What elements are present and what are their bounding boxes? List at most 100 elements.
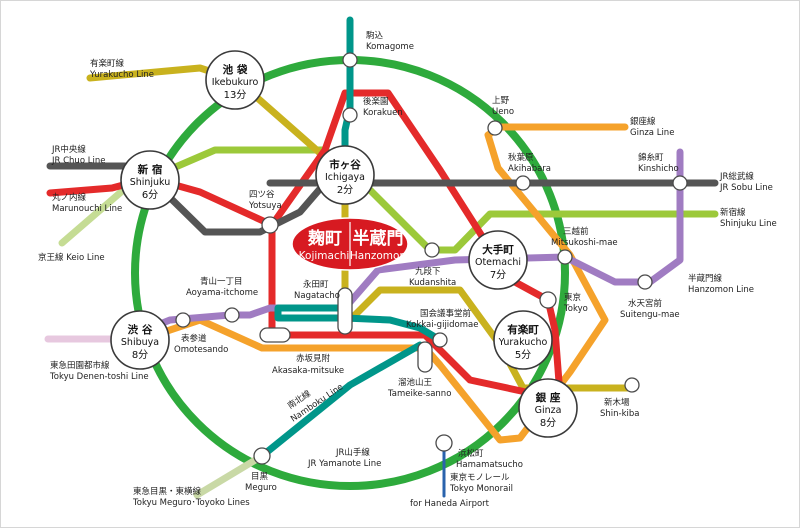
label-meguro-en: Meguro [245,483,277,493]
label-suitengu-en: Suitengu-mae [620,310,680,320]
shinjuku-line [146,146,719,254]
label-yotsuya-jp: 四ツ谷 [249,190,275,200]
label-mitsukoshimae-jp: 三越前 [563,226,589,237]
label-hamamatsucho-en: Hamamatsucho [456,460,523,470]
station-omotesando [175,312,191,328]
label-omotesando-en: Omotesando [174,345,228,355]
major-ginza: 銀 座 Ginza 8分 [518,378,578,438]
station-tameike [417,341,433,373]
line-keio: 京王線 Keio Line [38,252,105,263]
station-kudanshita [424,242,440,258]
station-shinkiba [624,377,640,393]
ikebukuro-jp: 池 袋 [223,63,248,76]
line-ginza-en: Ginza Line [630,128,674,138]
label-shinkiba-en: Shin-kiba [600,409,640,419]
line-monorail-en: Tokyo Monorail [449,484,513,494]
label-akasaka-jp: 赤坂見附 [296,353,331,364]
line-chuo-en: JR Chuo Line [51,156,105,166]
kojimachi-en: Kojimachi [299,250,350,262]
station-akasaka [259,327,291,343]
major-ichigaya: 市ヶ谷 Ichigaya 2分 [315,145,375,205]
line-toyoko-en: Tokyu Meguro･Toyoko Lines [132,498,250,508]
line-yurakucho-en: Yurakucho Line [89,70,154,80]
station-meguro [253,447,271,465]
line-yamanote-en: JR Yamanote Line [307,459,381,469]
label-omotesando-jp: 表参道 [181,333,207,344]
label-meguro-jp: 目黒 [251,472,269,482]
ichigaya-en: Ichigaya [325,172,365,183]
station-kokkai [432,332,448,348]
major-yurakucho: 有楽町 Yurakucho 5分 [493,310,553,370]
label-akihabara-jp: 秋葉原 [508,152,534,163]
line-toyoko-jp: 東急目黒・東横線 [133,486,202,497]
label-aoyama-en: Aoyama-itchome [186,288,258,298]
label-suitengu-jp: 水天宮前 [628,298,663,309]
label-kinshicho-en: Kinshicho [638,164,679,174]
line-monorail-jp: 東京モノレール [450,472,510,483]
yurakucho-jp: 有楽町 [507,323,539,336]
station-yotsuya [261,216,279,234]
major-otemachi: 大手町 Otemachi 7分 [468,230,528,290]
line-shinjuku-jp: 新宿線 [720,207,746,218]
ginza-time: 8分 [540,417,556,429]
label-tameike-jp: 溜池山王 [398,377,433,388]
label-nagatacho-jp: 永田町 [303,279,329,290]
label-nagatacho-en: Nagatacho [294,291,340,301]
label-akasaka-en: Akasaka-mitsuke [272,366,344,376]
line-haneda: for Haneda Airport [410,499,490,509]
label-mitsukoshimae-en: Mitsukoshi-mae [551,238,618,248]
line-sobu-jp: JR総武線 [719,171,754,182]
major-ikebukuro: 池 袋 Ikebukuro 13分 [205,50,265,110]
ikebukuro-time: 13分 [224,89,247,101]
line-yamanote-jp: JR山手線 [335,447,370,458]
line-marunouchi-jp: 丸ノ内線 [52,192,87,203]
line-hanzomon-jp: 半蔵門線 [688,273,723,284]
hanzomon-jp: 半蔵門 [353,228,404,249]
label-kokkai-en: Kokkai-gijidomae [406,320,478,330]
label-shinkiba-jp: 新木場 [604,397,630,408]
ichigaya-time: 2分 [337,184,353,196]
otemachi-time: 7分 [490,269,506,281]
shibuya-time: 8分 [132,349,148,361]
label-kudanshita-en: Kudanshita [409,278,456,288]
station-nagatacho [337,287,353,335]
station-aoyama [224,307,240,323]
label-tokyo-jp: 東京 [564,292,581,303]
line-ginza-jp: 銀座線 [630,116,656,127]
line-hanzomon-en: Hanzomon Line [688,285,754,295]
label-komagome-en: Komagome [366,42,414,52]
small-stations [175,52,688,465]
station-labels: 駒込 Komagome 後楽園 Korakuen 上野 Ueno 秋葉原 Aki… [174,30,680,493]
line-chuo-jp: JR中央線 [51,144,86,155]
label-ueno-jp: 上野 [492,96,510,106]
hanzomon-en: Hanzomon [350,250,406,262]
line-shinjuku-en: Shinjuku Line [720,219,777,229]
label-tokyo-en: Tokyo [563,304,588,314]
toyoko-line [193,452,266,499]
station-akihabara [515,175,531,191]
line-marunouchi-en: Marunouchi Line [52,204,122,214]
label-ueno-en: Ueno [492,107,514,117]
station-hamamatsucho [435,434,453,452]
line-denentoshi-en: Tokyu Denen-toshi Line [49,372,149,382]
line-denentoshi-jp: 東急田園都市線 [50,360,110,371]
label-komagome-jp: 駒込 [366,30,384,41]
shinjuku-en: Shinjuku [130,177,171,188]
major-shinjuku: 新 宿 Shinjuku 6分 [120,150,180,210]
label-yotsuya-en: Yotsuya [248,201,282,211]
station-suitengu [637,274,653,290]
label-kinshicho-jp: 錦糸町 [638,152,664,163]
station-kinshicho [672,175,688,191]
label-kudanshita-jp: 九段下 [415,266,441,277]
label-korakuen-jp: 後楽園 [363,96,389,107]
shibuya-jp: 渋 谷 [128,323,153,336]
major-shibuya: 渋 谷 Shibuya 8分 [110,310,170,370]
ginza-jp: 銀 座 [536,391,561,404]
line-yurakucho-jp: 有楽町線 [90,58,125,69]
otemachi-jp: 大手町 [482,243,514,256]
station-tokyo [539,291,557,309]
station-ueno [487,120,503,136]
yurakucho-time: 5分 [515,349,531,361]
kojimachi-jp: 麹町 [307,228,342,249]
